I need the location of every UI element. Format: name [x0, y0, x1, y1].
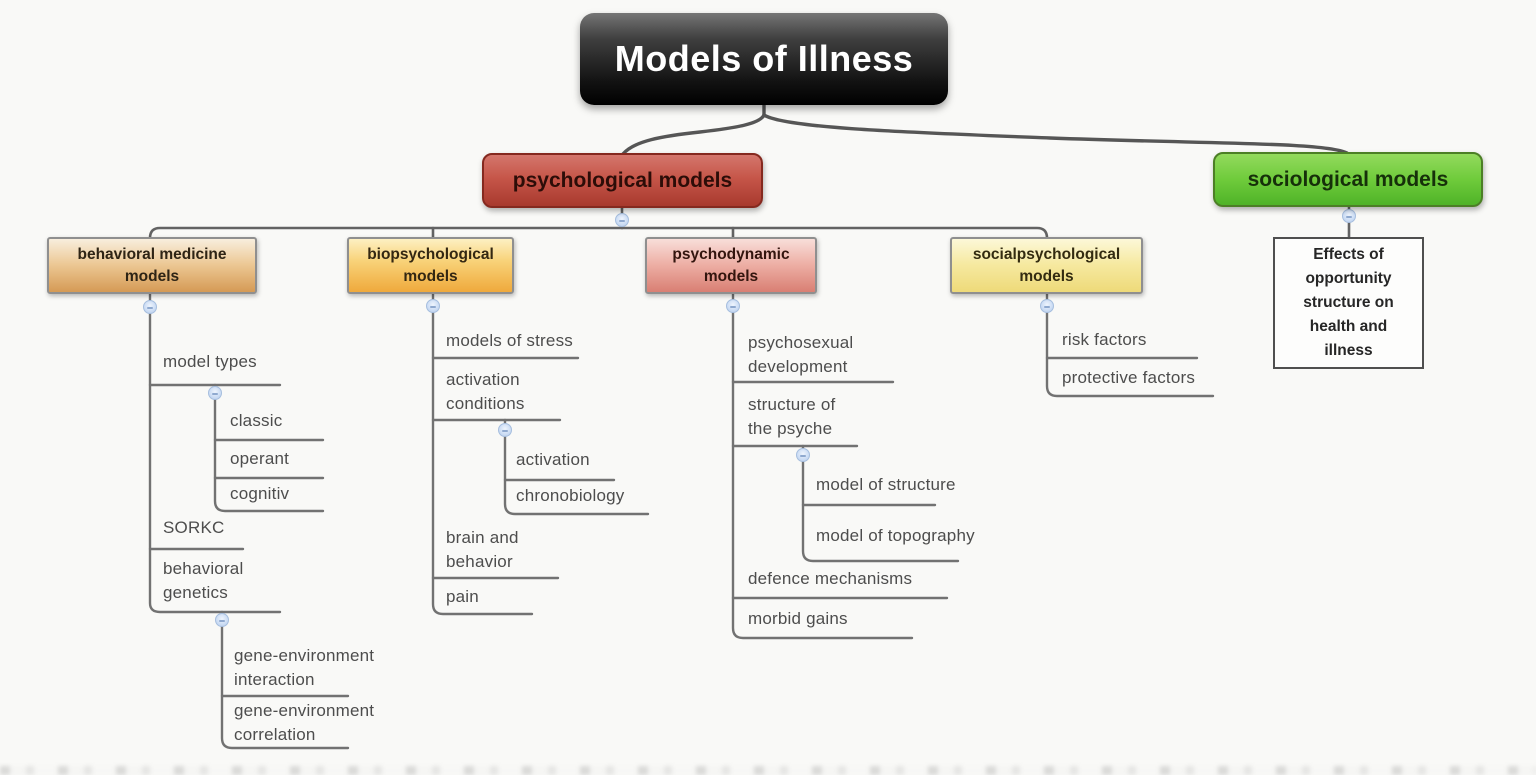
leaf-defence-mechanisms: defence mechanisms [748, 569, 913, 588]
leaf-models-of-stress: models of stress [446, 331, 573, 350]
leaf-risk-factors: risk factors [1062, 330, 1147, 349]
collapse-toggle-icon[interactable] [143, 300, 157, 314]
biopsychological-models-node: biopsychological models [347, 237, 514, 294]
psychodynamic-models-node: psychodynamic models [645, 237, 817, 294]
collapse-toggle-icon[interactable] [498, 423, 512, 437]
effects-of-opportunity-node: Effects of opportunity structure on heal… [1273, 237, 1424, 369]
psychological-children-rail [148, 226, 1049, 240]
leaf-activation: activation [516, 450, 590, 469]
collapse-toggle-icon[interactable] [615, 213, 629, 227]
leaf-morbid-gains: morbid gains [748, 609, 848, 628]
leaf-behavioral-genetics: behavioral genetics [163, 559, 244, 603]
leaf-chronobiology: chronobiology [516, 486, 625, 505]
leaf-operant: operant [230, 449, 290, 468]
collapse-toggle-icon[interactable] [1040, 299, 1054, 313]
leaf-psychosexual-development: psychosexual development [748, 333, 854, 377]
leaf-model-of-structure: model of structure [816, 475, 956, 494]
leaf-gene-environment-correlation: gene-environment correlation [234, 701, 375, 745]
socialpsychological-models-node: socialpsychological models [950, 237, 1143, 294]
collapse-toggle-icon[interactable] [208, 386, 222, 400]
root-node-models-of-illness: Models of Illness [580, 13, 948, 105]
collapse-toggle-icon[interactable] [215, 613, 229, 627]
leaf-gene-environment-interaction: gene-environment interaction [234, 646, 375, 690]
root-to-psychological-curve [621, 113, 766, 156]
leaf-cognitiv: cognitiv [230, 484, 290, 503]
leaf-pain: pain [446, 587, 479, 606]
leaf-brain-and-behavior: brain and behavior [446, 528, 519, 572]
psychological-models-node: psychological models [482, 153, 763, 208]
sociological-models-node: sociological models [1213, 152, 1483, 207]
root-to-sociological-curve [762, 113, 1349, 155]
leaf-protective-factors: protective factors [1062, 368, 1196, 387]
collapse-toggle-icon[interactable] [1342, 209, 1356, 223]
collapse-toggle-icon[interactable] [426, 299, 440, 313]
leaf-sorkc: SORKC [163, 518, 225, 537]
behavioral-medicine-models-node: behavioral medicine models [47, 237, 257, 294]
bottom-edge-artifact [0, 766, 1536, 775]
collapse-toggle-icon[interactable] [796, 448, 810, 462]
leaf-model-of-topography: model of topography [816, 526, 975, 545]
leaf-classic: classic [230, 411, 283, 430]
leaf-model-types: model types [163, 352, 257, 371]
leaf-activation-conditions: activation conditions [446, 370, 525, 414]
leaf-structure-of-the-psyche: structure of the psyche [748, 395, 836, 439]
collapse-toggle-icon[interactable] [726, 299, 740, 313]
